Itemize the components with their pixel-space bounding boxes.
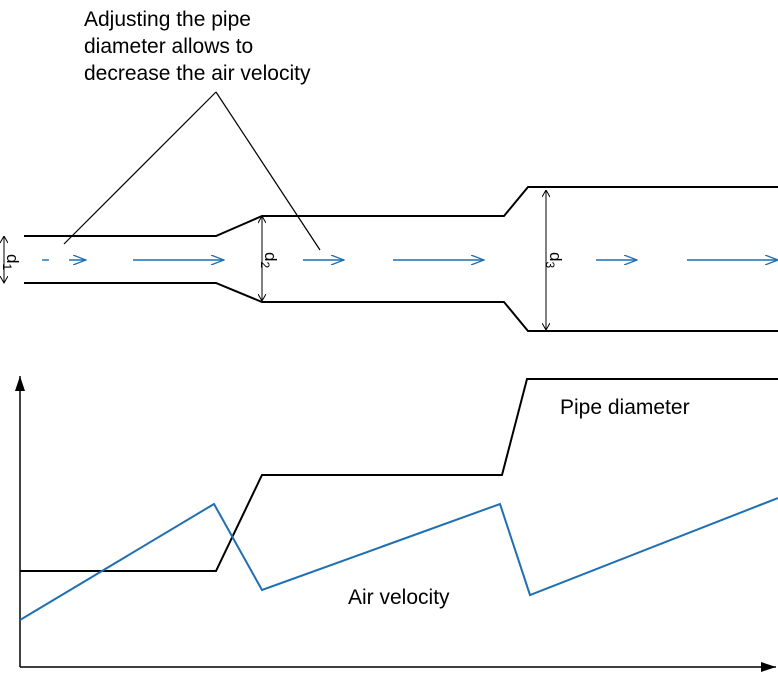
callout-line-2: diameter allows to <box>84 35 253 58</box>
graph-axes <box>15 376 776 672</box>
pipe-bottom-wall <box>24 282 778 332</box>
pipe-outline <box>24 186 778 332</box>
pipe-diameter-curve <box>20 378 778 572</box>
svg-text:d2: d2 <box>258 252 280 268</box>
callout-line-1: Adjusting the pipe <box>84 8 251 31</box>
dimension-label-d2: d2 <box>258 252 280 268</box>
dimension-label-d2-sub: 2 <box>258 261 272 268</box>
air-velocity-label: Air velocity <box>348 586 450 609</box>
dimension-label-d2-main: d <box>261 252 280 261</box>
callout-text: Adjusting the pipe diameter allows to de… <box>84 8 311 85</box>
dimension-label-d3: d3 <box>543 252 565 268</box>
dimension-label-d1-main: d <box>3 254 22 263</box>
callout-leaders <box>63 91 321 251</box>
dimension-label-d3-main: d <box>546 252 565 261</box>
dimension-lines <box>4 191 546 330</box>
pipe-top-wall <box>24 186 778 237</box>
callout-line-3: decrease the air velocity <box>84 62 311 85</box>
pipe-diameter-label: Pipe diameter <box>560 396 690 419</box>
air-velocity-curve <box>19 497 778 621</box>
svg-text:d3: d3 <box>543 252 565 268</box>
dimension-label-d3-sub: 3 <box>543 261 557 268</box>
dimension-label-d1: d1 <box>0 254 22 270</box>
svg-text:d1: d1 <box>0 254 22 270</box>
callout-leader-right <box>215 91 321 251</box>
callout-leader-left <box>63 91 217 245</box>
dimension-label-d1-sub: 1 <box>0 263 14 270</box>
